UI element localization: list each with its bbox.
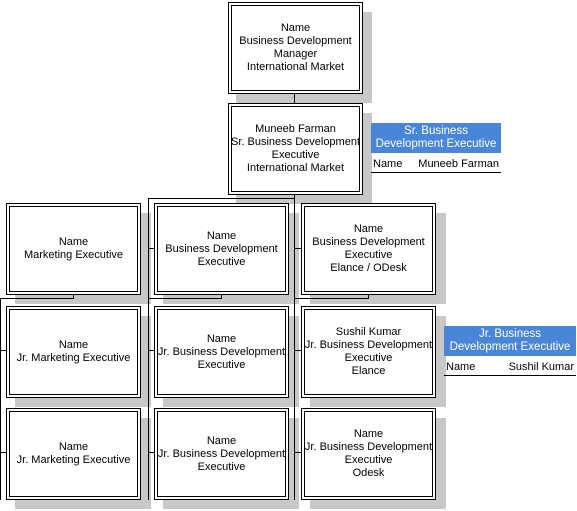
connector-line <box>148 298 222 299</box>
org-node-jr-marketing-2[interactable]: Name Jr. Marketing Executive <box>6 408 141 500</box>
node-text-line: Jr. Business Development <box>157 345 286 358</box>
jr-callout-header: Jr. Business Development Executive <box>444 326 576 356</box>
connector-line <box>0 298 1 500</box>
node-text-line: Executive <box>197 460 246 473</box>
node-text-line: Name <box>58 236 89 248</box>
node-text-line: Name <box>206 229 237 242</box>
node-text-line: Business Development <box>165 242 278 255</box>
node-text-line: Elance / ODesk <box>330 262 407 274</box>
node-text-line: Name <box>280 22 311 34</box>
connector-line <box>0 350 8 351</box>
node-text-line: Jr. Marketing Executive <box>16 352 131 364</box>
node-text-line: International Market <box>246 162 345 174</box>
node-text-line: Business Development <box>312 236 425 248</box>
org-node-jr-bde-1[interactable]: Name Jr. Business Development Executive <box>154 306 289 398</box>
node-text-line: Jr. Business Development <box>304 441 433 453</box>
node-text-line: Executive <box>344 249 393 261</box>
org-node-bd-manager[interactable]: Name Business Development Manager Intern… <box>228 2 363 94</box>
callout-field-label: Name <box>373 158 403 170</box>
connector-line <box>148 198 294 199</box>
connector-line <box>221 294 222 298</box>
connector-line <box>0 452 8 453</box>
node-text-line: Muneeb Farman <box>255 123 336 135</box>
connector-line <box>148 452 156 453</box>
org-node-jr-marketing-1[interactable]: Name Jr. Marketing Executive <box>6 306 141 398</box>
node-text-line: Odesk <box>352 467 385 479</box>
node-text-line: Executive <box>344 352 393 364</box>
connector-line <box>148 248 155 249</box>
node-text-line: Elance <box>351 365 386 377</box>
node-text-line: Sushil Kumar <box>335 326 402 338</box>
node-text-line: Sr. Business Development <box>231 136 361 148</box>
connector-line <box>294 350 302 351</box>
connector-line <box>294 198 295 500</box>
node-text-line: Jr. Business Development <box>157 447 286 460</box>
org-node-jr-bde-2[interactable]: Name Jr. Business Development Executive <box>154 408 289 500</box>
jr-callout-row: Name Sushil Kumar <box>444 361 576 376</box>
node-text-line: Jr. Business Development <box>304 339 433 351</box>
sr-callout-header: Sr. Business Development Executive <box>371 123 501 153</box>
node-text-line: Name <box>58 441 89 453</box>
callout-title-line: Development Executive <box>375 138 497 150</box>
org-node-jr-bde-elance[interactable]: Sushil Kumar Jr. Business Development Ex… <box>301 306 436 398</box>
org-node-marketing-exec[interactable]: Name Marketing Executive <box>6 203 141 295</box>
callout-field-label: Name <box>446 361 476 373</box>
node-text-line: Name <box>58 339 89 351</box>
callout-field-value: Muneeb Farman <box>418 158 499 170</box>
connector-line <box>148 198 149 500</box>
org-node-bde-elance-odesk[interactable]: Name Business Development Executive Elan… <box>301 203 436 295</box>
org-node-jr-bde-odesk[interactable]: Name Jr. Business Development Executive … <box>301 408 436 500</box>
org-node-bde[interactable]: Name Business Development Executive <box>154 203 289 295</box>
node-text-line: Business Development <box>239 35 352 47</box>
node-text-line: Executive <box>344 454 393 466</box>
callout-title-line: Sr. Business <box>404 125 468 137</box>
node-text-line: Manager <box>273 48 318 60</box>
node-text-line: Executive <box>197 255 246 268</box>
node-text-line: Name <box>206 434 237 447</box>
node-text-line: Name <box>353 223 384 235</box>
node-text-line: Executive <box>271 149 320 161</box>
connector-line <box>148 350 156 351</box>
org-node-sr-bde[interactable]: Muneeb Farman Sr. Business Development E… <box>228 103 363 195</box>
node-text-line: International Market <box>246 61 345 73</box>
node-text-line: Jr. Marketing Executive <box>16 454 131 466</box>
connector-line <box>294 94 295 104</box>
node-text-line: Marketing Executive <box>23 249 124 261</box>
node-text-line: Name <box>353 428 384 440</box>
connector-line <box>294 248 301 249</box>
sr-callout-row: Name Muneeb Farman <box>371 158 501 173</box>
connector-line <box>0 298 74 299</box>
node-text-line: Executive <box>197 358 246 371</box>
connector-line <box>368 294 369 298</box>
callout-field-value: Sushil Kumar <box>508 361 574 373</box>
connector-line <box>294 452 302 453</box>
callout-title-line: Jr. Business <box>479 328 541 340</box>
connector-line <box>294 298 369 299</box>
connector-line <box>73 294 74 298</box>
node-text-line: Name <box>206 332 237 345</box>
callout-title-line: Development Executive <box>449 341 571 353</box>
